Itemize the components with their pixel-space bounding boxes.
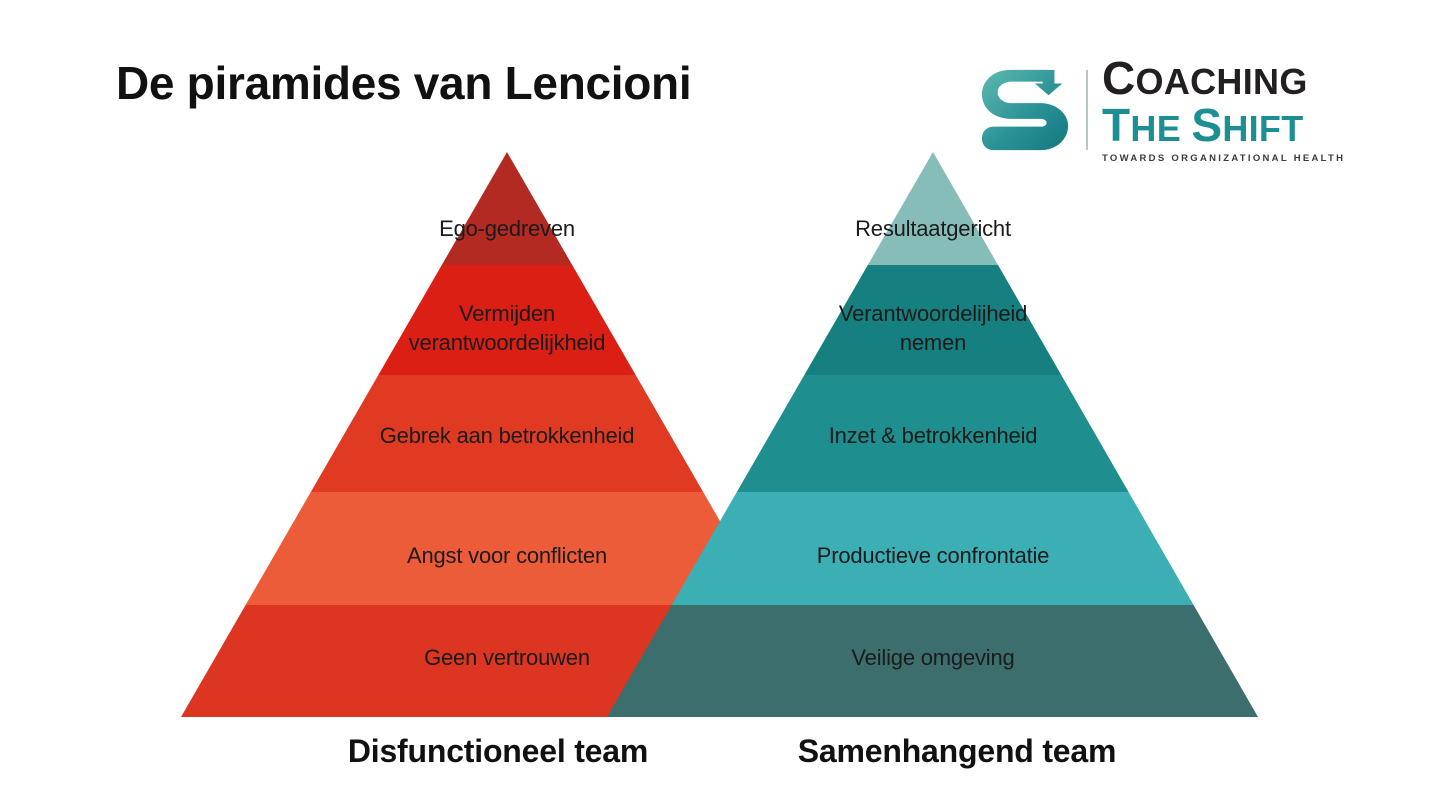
logo-wordmark: COACHING THE SHIFT TOWARDS ORGANIZATIONA…	[1102, 52, 1346, 164]
pyramid-band-left-3	[310, 375, 704, 492]
pyramid-band-right-1	[867, 152, 998, 265]
pyramid-band-right-4	[671, 492, 1194, 605]
brand-logo: COACHING THE SHIFT TOWARDS ORGANIZATIONA…	[978, 55, 1343, 164]
pyramid-band-right-2	[804, 265, 1062, 375]
logo-tagline: TOWARDS ORGANIZATIONAL HEALTH	[1102, 152, 1346, 164]
caption-cohesive-team: Samenhangend team	[797, 733, 1117, 769]
pyramid-band-right-3	[736, 375, 1129, 492]
logo-line-the-shift: THE SHIFT	[1102, 98, 1304, 151]
pyramid-band-right-5	[607, 605, 1258, 717]
pyramid-band-left-1	[441, 152, 573, 265]
pyramid-band-left-2	[378, 265, 636, 375]
logo-divider	[1086, 70, 1088, 150]
caption-dysfunctional-team: Disfunctioneel team	[347, 733, 649, 769]
cohesive-team-pyramid	[607, 152, 1258, 717]
coaching-the-shift-s-arrow-icon	[981, 69, 1069, 151]
pyramid-band-left-4	[245, 492, 769, 605]
page-title: De piramides van Lencioni	[116, 57, 692, 109]
logo-line-coaching: COACHING	[1102, 52, 1308, 105]
